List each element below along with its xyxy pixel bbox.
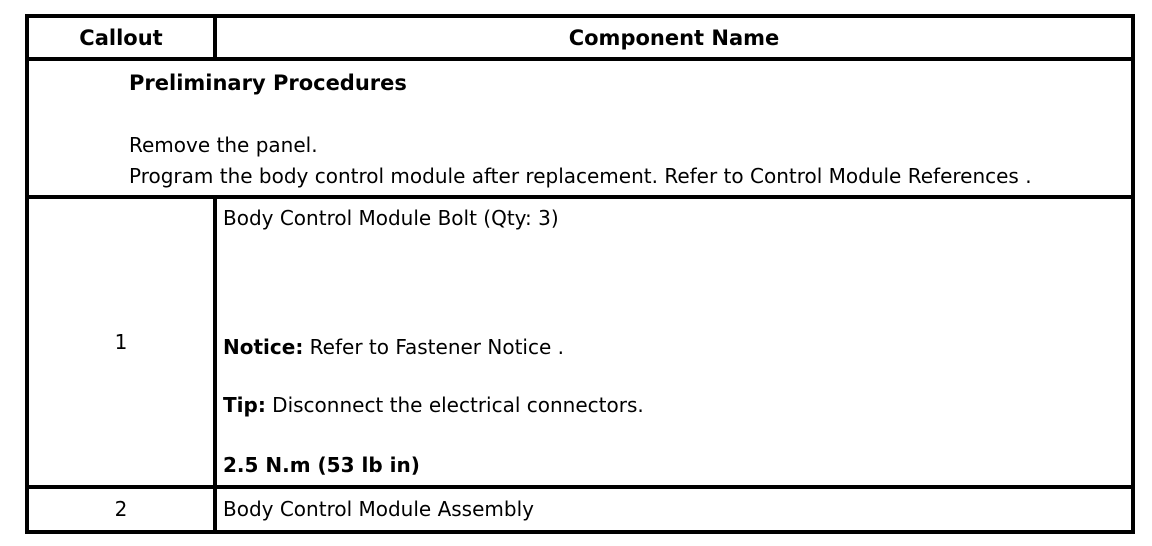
callout-cell-2: 2 — [25, 485, 217, 534]
bolt-row: 1 Body Control Module Bolt (Qty: 3) Noti… — [25, 195, 1135, 489]
tip-line: Tip: Disconnect the electrical connector… — [223, 390, 1121, 421]
bolt-component-name: Body Control Module Bolt (Qty: 3) — [223, 206, 559, 230]
table-header-row: Callout Component Name — [25, 14, 1135, 61]
torque-spec: 2.5 N.m (53 lb in) — [223, 453, 420, 477]
preliminary-procedures-cell: Preliminary Procedures Remove the panel.… — [25, 57, 1135, 199]
tip-text: Disconnect the electrical connectors. — [272, 393, 644, 417]
bolt-component-cell: Body Control Module Bolt (Qty: 3) Notice… — [213, 195, 1135, 489]
tip-label: Tip: — [223, 393, 266, 417]
assembly-component-name: Body Control Module Assembly — [223, 497, 534, 521]
callout-cell-1: 1 — [25, 195, 217, 489]
preliminary-procedures-title: Preliminary Procedures — [129, 71, 407, 95]
notice-text: Refer to Fastener Notice . — [309, 335, 564, 359]
notice-label: Notice: — [223, 335, 304, 359]
component-name-column-header: Component Name — [213, 14, 1135, 61]
preliminary-procedures-row: Preliminary Procedures Remove the panel.… — [25, 57, 1135, 199]
preliminary-steps: Remove the panel. Program the body contr… — [129, 130, 1123, 192]
preliminary-step-program-module: Program the body control module after re… — [129, 164, 1032, 188]
callout-column-header: Callout — [25, 14, 217, 61]
preliminary-step-remove-panel: Remove the panel. — [129, 133, 318, 157]
parts-callout-table: Callout Component Name Preliminary Proce… — [25, 14, 1135, 534]
assembly-component-cell: Body Control Module Assembly — [213, 485, 1135, 534]
assembly-row: 2 Body Control Module Assembly — [25, 485, 1135, 534]
notice-line: Notice: Refer to Fastener Notice . — [223, 332, 1121, 363]
